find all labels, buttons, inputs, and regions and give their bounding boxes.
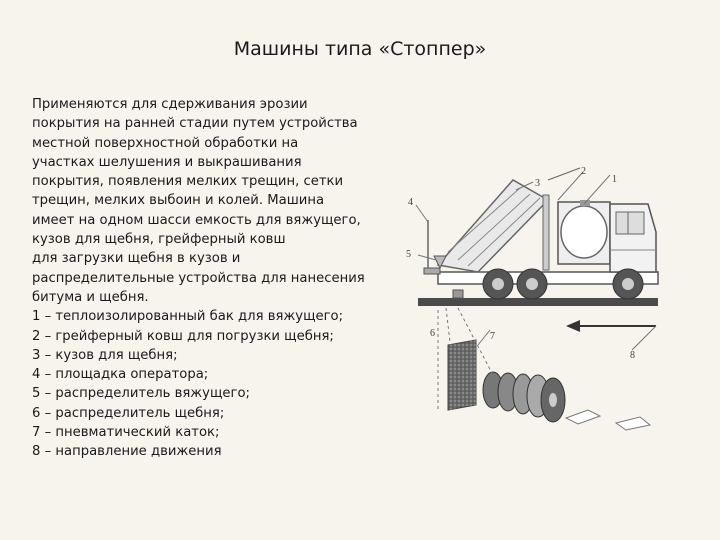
operator-platform <box>423 220 441 275</box>
truck-diagram: 1 2 3 4 5 6 7 8 <box>406 166 659 431</box>
label-7: 7 <box>490 331 495 342</box>
legend-item-3: 3 – кузов для щебня; <box>32 347 178 363</box>
legend-item-8: 8 – направление движения <box>32 444 222 460</box>
label-8: 8 <box>630 350 635 361</box>
text-line: местной поверхностной обработки на <box>32 135 299 151</box>
stopper-machine-figure: 1 2 3 4 5 6 7 8 <box>398 160 698 450</box>
grab-bucket <box>542 167 581 271</box>
patch-2 <box>614 416 652 431</box>
leader-7 <box>477 329 491 346</box>
label-5: 5 <box>406 249 411 260</box>
legend-item-7: 7 – пневматический каток; <box>32 425 220 441</box>
label-2: 2 <box>581 166 586 177</box>
text-line: Применяются для сдерживания эрозии <box>32 97 308 112</box>
arrow-left-icon <box>566 320 657 351</box>
text-line: трещин, мелких выбоин и колей. Машина <box>32 193 325 209</box>
label-4: 4 <box>408 197 413 208</box>
wheels <box>482 268 644 300</box>
binder-tank <box>557 200 611 265</box>
legend-item-5: 5 – распределитель вяжущего; <box>32 386 250 402</box>
label-1: 1 <box>612 174 617 185</box>
text-line: для загрузки щебня в кузов и <box>32 251 241 267</box>
pneumatic-roller <box>457 307 566 423</box>
description-text: Применяются для сдерживания эрозии покры… <box>32 95 402 462</box>
text-line: битума и щебня. <box>32 289 149 305</box>
text-line: покрытия на ранней стадии путем устройст… <box>32 116 358 132</box>
leader-4 <box>415 204 429 223</box>
leader-3 <box>515 181 534 191</box>
label-3: 3 <box>535 178 540 189</box>
leader-1 <box>583 174 611 205</box>
text-line: имеет на одном шасси емкость для вяжущег… <box>32 212 361 228</box>
label-6: 6 <box>430 328 435 339</box>
legend-item-6: 6 – распределитель щебня; <box>32 405 225 421</box>
binder-distributor <box>433 255 464 299</box>
legend-item-1: 1 – теплоизолированный бак для вяжущего; <box>32 309 344 325</box>
text-line: участках шелушения и выкрашивания <box>32 154 302 170</box>
legend-item-2: 2 – грейферный ковш для погрузки щебня; <box>32 328 334 344</box>
leader-5 <box>417 254 437 261</box>
legend-item-4: 4 – площадка оператора; <box>32 367 209 383</box>
road-surface <box>418 298 658 306</box>
gravel-body <box>436 179 550 273</box>
patch-1 <box>564 409 602 425</box>
slide-title: Машины типа «Стоппер» <box>233 38 487 60</box>
gravel-distributor <box>437 307 477 411</box>
text-line: распределительные устройства для нанесен… <box>32 270 365 286</box>
truck-cab <box>609 203 657 273</box>
leader-2 <box>557 171 584 201</box>
text-line: кузов для щебня, грейферный ковш <box>32 232 286 248</box>
text-line: покрытия, появления мелких трещин, сетки <box>32 174 344 190</box>
